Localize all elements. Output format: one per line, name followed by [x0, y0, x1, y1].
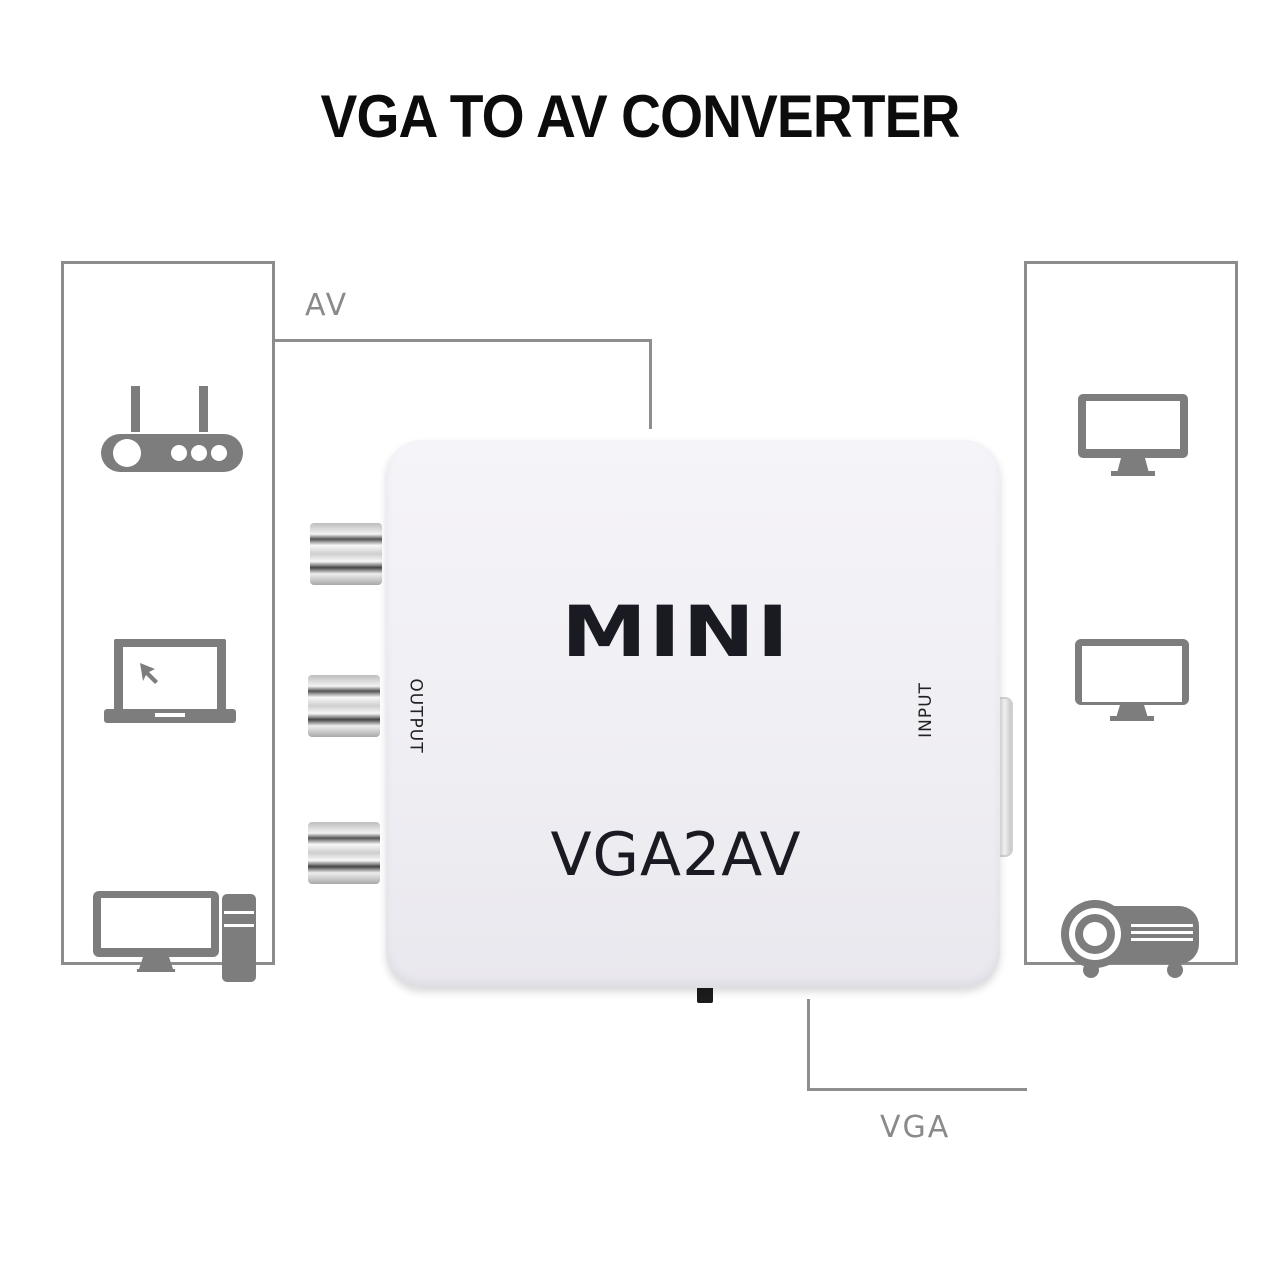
- router-icon: [101, 386, 243, 472]
- power-switch: [697, 985, 713, 1003]
- monitor-icon: [1078, 394, 1188, 476]
- av-label: AV: [305, 288, 349, 323]
- device-model-label: VGA2AV: [550, 820, 802, 890]
- rca-output-jack-1: [310, 523, 382, 585]
- device-brand-label: MINI: [561, 591, 791, 673]
- vga-devices-panel: [1024, 261, 1238, 978]
- vga-label: VGA: [880, 1110, 951, 1145]
- rca-output-jack-3: [308, 822, 380, 884]
- av-connection-line-drop: [649, 339, 652, 429]
- output-port-label: OUTPUT: [405, 678, 426, 754]
- av-connection-line: [275, 339, 652, 342]
- av-devices-panel: [61, 261, 275, 982]
- projector-icon: [1061, 900, 1199, 978]
- vga2av-converter-device: [386, 440, 1000, 988]
- laptop-icon: [104, 639, 236, 723]
- desktop-computer-icon: [93, 891, 256, 982]
- input-port-label: INPUT: [915, 682, 936, 738]
- monitor-icon: [1075, 639, 1189, 721]
- vga-connection-line: [807, 1088, 1027, 1091]
- page-title: VGA TO AV CONVERTER: [320, 83, 961, 150]
- rca-output-jack-2: [308, 675, 380, 737]
- vga-connection-line-rise: [807, 999, 810, 1089]
